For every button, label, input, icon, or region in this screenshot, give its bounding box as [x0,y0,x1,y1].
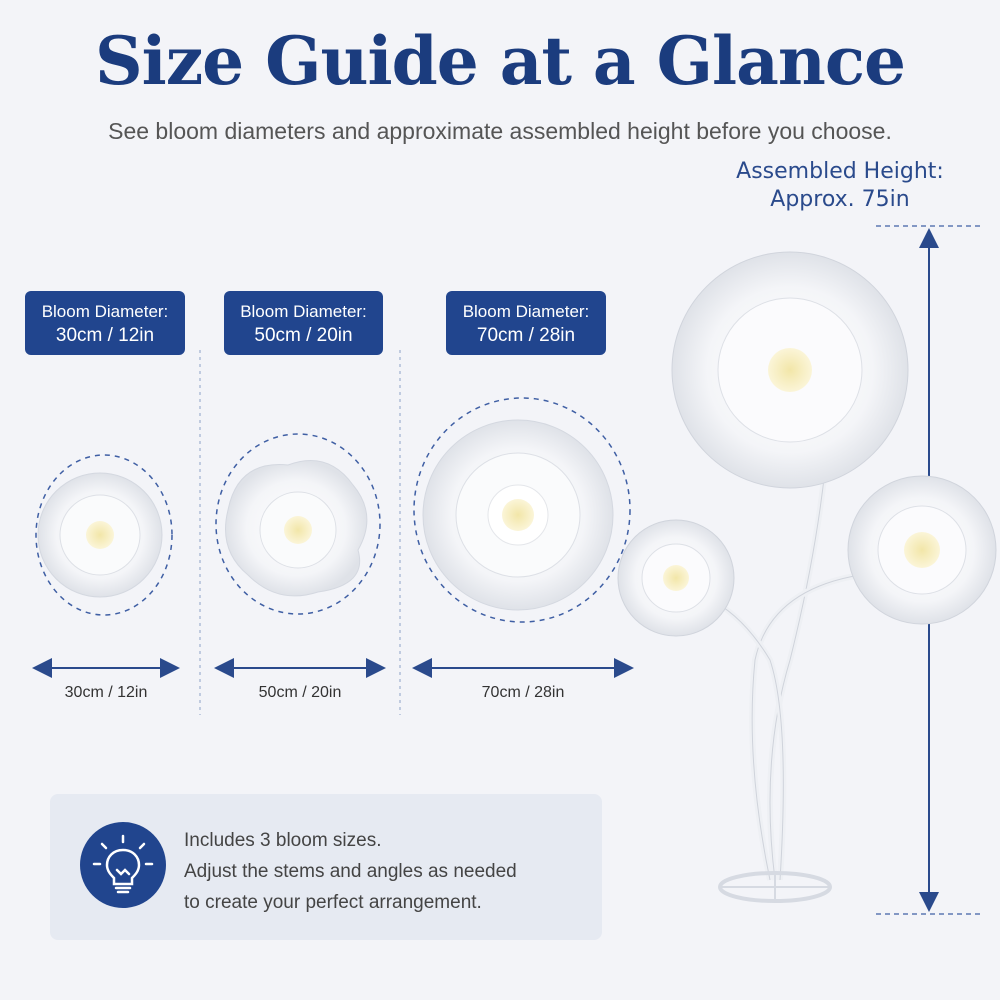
bloom-small [35,454,173,616]
page-subtitle: See bloom diameters and approximate asse… [108,118,892,144]
note-text: Includes 3 bloom sizes. Adjust the stems… [184,825,517,918]
badge-value: 50cm / 20in [254,325,353,346]
badge-value: 30cm / 12in [55,325,155,346]
assembled-height-heading: Assembled Height: [736,159,944,184]
dimension-label-small: 30cm / 12in [64,684,148,701]
note-line-2: Adjust the stems and angles as needed [184,861,517,882]
dimension-label-large: 70cm / 28in [481,684,565,701]
page-title: Size Guide at a Glance [94,22,906,100]
dimension-label-medium: 50cm / 20in [258,684,342,701]
assembled-height-label: Assembled Height: Approx. 75in [700,158,980,214]
bloom-large [413,397,631,623]
badge-value: 70cm / 28in [476,325,576,346]
flower-stand [617,251,997,903]
lightbulb-icon [80,822,166,908]
badge-label: Bloom Diameter: [41,302,169,321]
assembled-height-value: Approx. 75in [770,187,910,212]
note-line-3: to create your perfect arrangement. [184,892,482,913]
badge-label: Bloom Diameter: [462,302,590,321]
badge-medium: Bloom Diameter: 50cm / 20in [224,291,383,355]
badge-large: Bloom Diameter: 70cm / 28in [446,291,606,355]
note-line-1: Includes 3 bloom sizes. [184,830,382,851]
bloom-medium [215,433,381,615]
badge-small: Bloom Diameter: 30cm / 12in [25,291,185,355]
badge-label: Bloom Diameter: [240,302,367,321]
